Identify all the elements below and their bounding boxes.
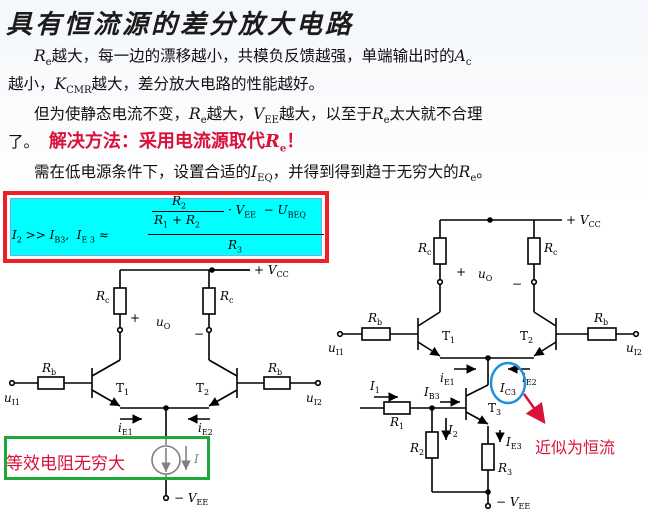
svg-text:Rc: Rc [219,289,234,305]
svg-text:Rb: Rb [367,311,382,327]
paragraph-1-line-1: Re越大，每一边的漂移越小，共模负反馈越强，单端输出时的Ac [34,47,472,69]
svg-text:uI2: uI2 [306,391,322,407]
svg-text:Rc: Rc [417,241,432,257]
svg-text:Rc: Rc [543,241,558,257]
svg-text:uO: uO [478,267,493,283]
svg-text:−: − [194,327,204,341]
equiv-resistance-label: 等效电阻无穷大 [6,454,125,474]
svg-text:− VEE: − VEE [496,495,530,511]
svg-text:IE3: IE3 [505,435,522,451]
solution-highlight: 解决方法：采用电流源取代Re！ [48,131,305,155]
formula-condition: I2 >> IB3, IE 3 ≈ [12,228,109,245]
svg-text:uI2: uI2 [626,341,642,357]
formula-background [10,198,322,256]
approx-constant-current-label: 近似为恒流 [535,438,616,457]
svg-text:Rb: Rb [267,361,282,377]
svg-text:T1: T1 [442,329,455,345]
formula-box [3,191,329,263]
svg-text:I1: I1 [369,379,380,395]
svg-text:iE1: iE1 [440,371,455,387]
svg-text:T2: T2 [520,329,533,345]
right-circuit [336,217,640,510]
svg-text:R1: R1 [389,415,404,431]
svg-text:+: + [130,311,140,325]
paragraph-2-line-2: 了。 解决方法：采用电流源取代Re！ [8,131,305,155]
svg-text:−: − [512,277,522,291]
svg-text:+ VCC: + VCC [254,263,289,279]
svg-text:R3: R3 [497,461,512,477]
slide-title: 具有恒流源的差分放大电路 [6,10,355,40]
left-circuit-labels: + VCC Rc Rc + − uO Rb Rb T1 T2 uI1 uI2 i… [4,263,322,507]
paragraph-1-line-2: 越小，KCMR越大，差分放大电路的性能越好。 [8,75,325,97]
svg-text:uI1: uI1 [4,391,20,407]
svg-text:Rb: Rb [593,311,608,327]
svg-text:T3: T3 [488,401,501,417]
formula-numerator-r2: R2 [172,194,187,211]
svg-text:iE1: iE1 [118,421,133,437]
svg-text:Rc: Rc [95,289,110,305]
svg-text:IB3: IB3 [423,385,440,401]
svg-text:− VEE: − VEE [174,491,208,507]
formula-vee-ubeq: · VEE − UBEQ [228,203,306,220]
svg-text:+: + [456,265,466,279]
svg-text:+ VCC: + VCC [566,213,601,229]
formula-denominator-r1r2: R1 + R2 [154,213,200,230]
svg-text:IC3: IC3 [499,381,516,397]
svg-text:I2: I2 [447,423,458,439]
formula-inner-fraction-bar [152,211,224,212]
paragraph-2-line-1: 但为使静态电流不变，Re越大，VEE越大，以至于Re太大就不合理 [34,105,483,127]
formula-main-fraction-bar [148,234,324,235]
svg-text:R2: R2 [409,441,424,457]
svg-text:Rb: Rb [41,361,56,377]
svg-text:T1: T1 [116,381,129,397]
svg-text:iE2: iE2 [198,421,213,437]
approx-pointer-arrow [522,393,546,425]
ic3-highlight-ellipse [489,361,527,405]
svg-text:uO: uO [156,315,171,331]
equiv-resistance-box [4,436,210,480]
right-circuit-labels: + VCC Rc Rc + − uO Rb Rb T1 T2 uI1 uI2 i… [328,213,642,511]
paragraph-3: 需在低电源条件下，设置合适的IEQ，并得到得到趋于无穷大的Re。 [34,163,492,185]
formula-denominator-r3: R3 [228,238,243,255]
svg-text:uI1: uI1 [328,341,344,357]
svg-text:T2: T2 [196,381,209,397]
